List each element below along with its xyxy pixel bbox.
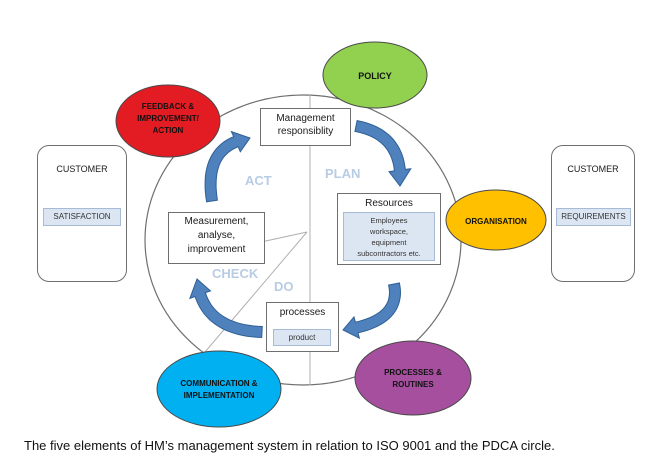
communication-line-2: IMPLEMENTATION [184, 391, 255, 400]
measurement-box: Measurement, analyse, improvement [168, 212, 265, 264]
customer-right-title: CUSTOMER [567, 164, 619, 174]
processes-box: processes product [266, 302, 339, 352]
organisation-ellipse [445, 189, 547, 251]
figure-caption: The five elements of HM’s management sys… [24, 438, 555, 453]
policy-ellipse [322, 41, 428, 109]
pdca-label-act: ACT [245, 173, 272, 188]
product-label: product [273, 329, 331, 346]
feedback-label-line-1: FEEDBACK & [142, 102, 195, 111]
diagonal-divider [204, 231, 308, 353]
measurement-line-2: analyse, [197, 230, 236, 241]
management-line-1: Management [276, 113, 335, 124]
feedback-label-line-2: IMPROVEMENT/ [137, 114, 200, 123]
management-box: Management responsiblity [260, 108, 351, 146]
do-arrow [342, 282, 402, 340]
resources-box: Resources Employees workspace, equipment… [337, 193, 441, 265]
check-arrow [189, 278, 263, 339]
processes-routines-line-2: ROUTINES [392, 380, 434, 389]
measurement-line-1: Measurement, [184, 216, 249, 227]
plan-arrow [354, 120, 412, 187]
resources-details: Employees workspace, equipment subcontra… [343, 212, 435, 261]
act-arrow [204, 130, 251, 203]
requirements-label: REQUIREMENTS [556, 208, 631, 226]
resources-detail-3: equipment [371, 238, 407, 247]
organisation-label: ORGANISATION [465, 217, 527, 226]
customer-right-box: CUSTOMER REQUIREMENTS [551, 145, 635, 282]
communication-line-1: COMMUNICATION & [180, 379, 257, 388]
feedback-ellipse [115, 84, 221, 158]
resources-title: Resources [365, 198, 413, 209]
management-line-2: responsiblity [277, 126, 334, 137]
pdca-label-plan: PLAN [325, 166, 360, 181]
satisfaction-label: SATISFACTION [43, 208, 121, 226]
pdca-label-do: DO [274, 279, 294, 294]
communication-ellipse [156, 350, 282, 428]
pdca-label-check: CHECK [212, 266, 259, 281]
resources-detail-1: Employees [370, 216, 408, 225]
customer-left-title: CUSTOMER [56, 164, 108, 174]
customer-left-box: CUSTOMER SATISFACTION [37, 145, 127, 282]
processes-routines-ellipse [354, 340, 472, 416]
measurement-line-3: improvement [187, 244, 246, 255]
resources-detail-2: workspace, [370, 227, 408, 236]
processes-title: processes [279, 307, 326, 318]
processes-routines-line-1: PROCESSES & [384, 368, 442, 377]
resources-detail-4: subcontractors etc. [357, 249, 421, 258]
feedback-label-line-3: ACTION [153, 126, 184, 135]
policy-label: POLICY [358, 71, 392, 81]
